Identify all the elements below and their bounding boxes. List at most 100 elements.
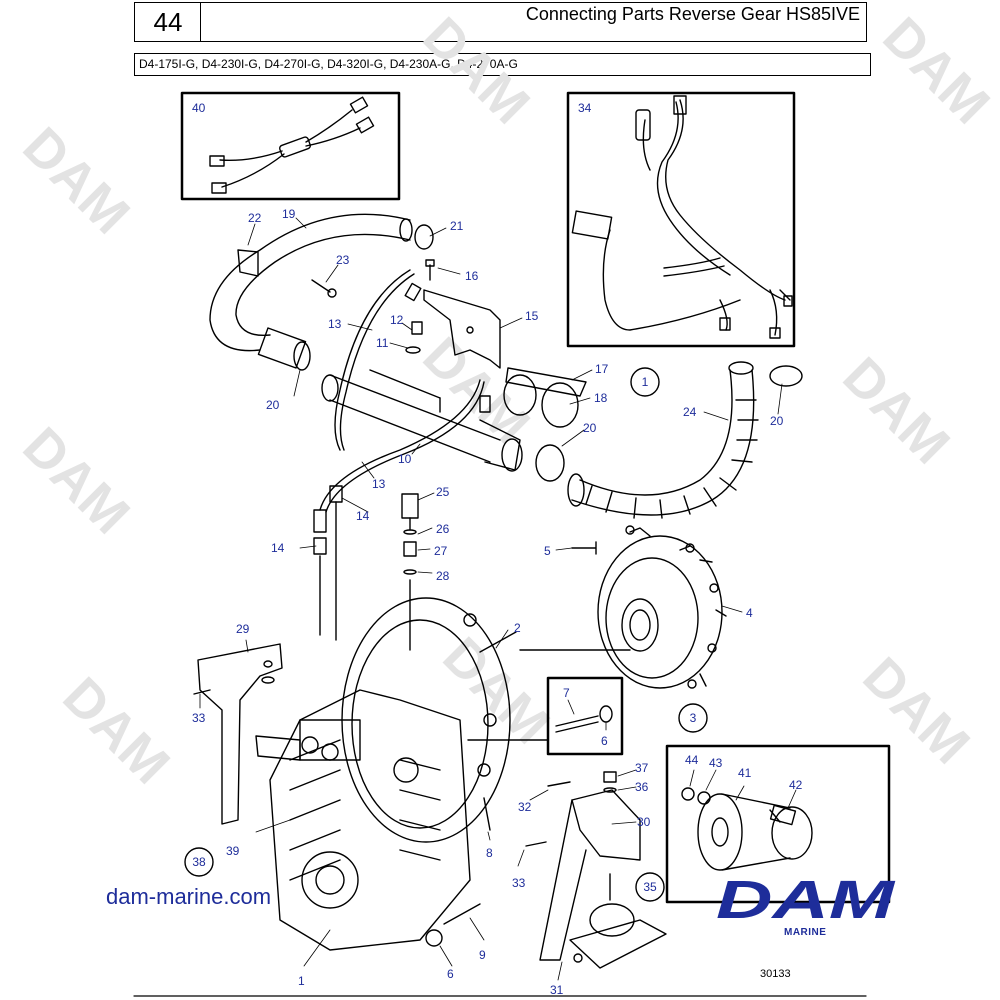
part-label: 8 xyxy=(486,846,493,860)
part-labels: 40 34 22 19 21 23 16 13 12 15 11 20 17 1… xyxy=(192,101,803,997)
watermark-text: DAM xyxy=(12,116,141,245)
website-link[interactable]: dam-marine.com xyxy=(106,884,272,909)
part-label: 44 xyxy=(685,753,699,767)
page-number: 44 xyxy=(134,2,202,42)
part-label: 21 xyxy=(450,219,464,233)
part-label: 11 xyxy=(376,336,389,350)
leader-2 xyxy=(479,631,517,653)
drawing-number: 30133 xyxy=(760,968,791,980)
circled-labels: 1 3 38 35 xyxy=(192,375,696,894)
circled-ref-35 xyxy=(635,872,665,902)
bolt-5 xyxy=(571,541,597,555)
part-label: 42 xyxy=(789,778,803,792)
bolt-23-head xyxy=(327,288,337,298)
watermark-text: DAM xyxy=(872,6,1000,135)
part-label: 6 xyxy=(601,734,608,748)
inset-stud-7-6 xyxy=(546,676,624,756)
page-title: Connecting Parts Reverse Gear HS85IVE xyxy=(200,2,867,42)
part-label: 1 xyxy=(298,974,305,988)
part-label: 17 xyxy=(595,362,609,376)
drive-flange-4 xyxy=(597,525,727,689)
part-label: 29 xyxy=(236,622,250,636)
inset-coupling-41-44 xyxy=(665,744,891,904)
gearbox-housing xyxy=(255,597,511,951)
part-label: 2 xyxy=(514,621,521,635)
part-label: 33 xyxy=(512,876,526,890)
logo-subtext: MARINE xyxy=(784,927,827,938)
nut-6 xyxy=(425,929,443,947)
pipe-10 xyxy=(321,369,523,472)
oil-line-13 xyxy=(319,269,491,513)
bolt-16-head xyxy=(425,259,435,267)
circled-ref-label: 35 xyxy=(643,880,657,894)
part-label: 9 xyxy=(479,948,486,962)
part-label: 20 xyxy=(770,414,784,428)
part-label: 34 xyxy=(578,101,592,115)
part-label: 26 xyxy=(436,522,450,536)
part-label: 41 xyxy=(738,766,752,780)
part-label: 4 xyxy=(746,606,753,620)
bolt-33-lower xyxy=(525,841,547,847)
watermark-text: DAM xyxy=(852,646,981,775)
part-label: 39 xyxy=(226,844,240,858)
part-label: 31 xyxy=(550,983,564,997)
part-label: 19 xyxy=(282,207,296,221)
logo-text: DAM xyxy=(716,870,895,930)
leader-lines xyxy=(199,217,797,981)
sensor-25-28 xyxy=(401,493,419,651)
model-list: D4-175I-G, D4-230I-G, D4-270I-G, D4-320I… xyxy=(134,53,871,76)
part-label: 40 xyxy=(192,101,206,115)
stud-9 xyxy=(443,903,481,925)
part-label: 25 xyxy=(436,485,450,499)
bolt-32 xyxy=(547,781,571,787)
part-label: 14 xyxy=(356,509,370,523)
inset-harness-34 xyxy=(566,91,796,348)
part-label: 16 xyxy=(465,269,479,283)
washer-37 xyxy=(603,787,617,793)
dam-logo: DAM xyxy=(716,870,895,930)
engine-mount-30-35 xyxy=(539,789,667,969)
part-label: 10 xyxy=(398,452,412,466)
watermark-text: DAM xyxy=(52,666,181,795)
part-label: 24 xyxy=(683,405,697,419)
part-label: 5 xyxy=(544,544,551,558)
circled-ref-label: 38 xyxy=(192,855,206,869)
part-label: 22 xyxy=(248,211,262,225)
part-label: 20 xyxy=(583,421,597,435)
circled-ref-1 xyxy=(630,367,660,397)
hose-19 xyxy=(209,213,434,371)
part-label: 7 xyxy=(563,686,570,700)
part-label: 15 xyxy=(525,309,539,323)
part-label: 23 xyxy=(336,253,350,267)
nut-36 xyxy=(603,771,617,783)
part-label: 13 xyxy=(372,477,386,491)
part-label: 33 xyxy=(192,711,206,725)
bracket-29 xyxy=(197,643,283,825)
part-label: 28 xyxy=(436,569,450,583)
watermark-layer: DAM DAM DAM DAM DAM DAM DAM DAM DAM xyxy=(12,6,1000,795)
part-label: 37 xyxy=(635,761,649,775)
clamps-17-18 xyxy=(503,367,587,428)
part-label: 30 xyxy=(637,815,651,829)
circled-ref-label: 1 xyxy=(642,375,649,389)
watermark-text: DAM xyxy=(412,6,541,135)
clamp-20-right xyxy=(769,365,803,387)
inset-wiring-harness-40 xyxy=(180,91,401,201)
watermark-text: DAM xyxy=(832,346,961,475)
corrugated-hose-24 xyxy=(567,361,759,519)
part-label: 13 xyxy=(328,317,342,331)
washer-11 xyxy=(405,346,421,354)
bolt-23 xyxy=(311,279,331,293)
clamp-20 xyxy=(535,444,565,482)
part-label: 12 xyxy=(390,313,404,327)
fittings-14 xyxy=(313,485,343,641)
part-label: 6 xyxy=(447,967,454,981)
part-label: 20 xyxy=(266,398,280,412)
circled-ref-38 xyxy=(184,847,214,877)
bracket-15 xyxy=(423,289,501,369)
bolt-8 xyxy=(483,797,491,831)
part-label: 18 xyxy=(594,391,608,405)
part-label: 14 xyxy=(271,541,285,555)
watermark-text: DAM xyxy=(12,416,141,545)
